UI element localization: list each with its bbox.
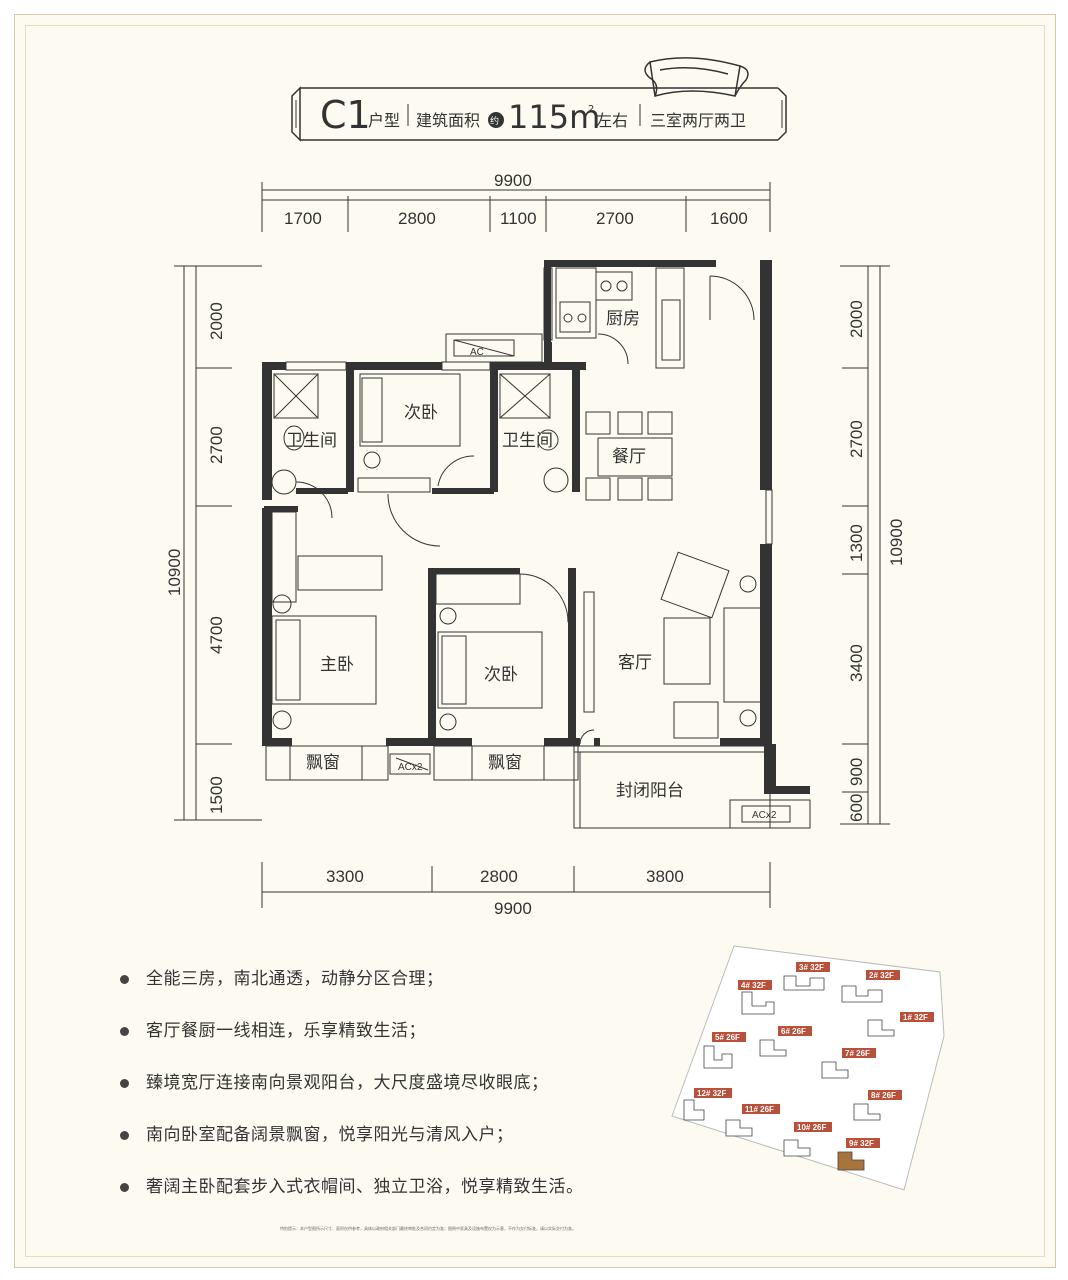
right-dimensions xyxy=(840,265,890,825)
area-value: 115m xyxy=(508,98,600,136)
site-label-3: 3# 32F xyxy=(799,963,824,972)
room-bath-left: 卫生间 xyxy=(286,431,337,451)
area-sup: 2 xyxy=(588,104,594,115)
room-master: 主卧 xyxy=(320,655,354,675)
site-labels: 3# 32F 2# 32F 4# 32F 1# 32F 5# 26F 6# 26… xyxy=(694,962,934,1148)
top-total-dim: 9900 xyxy=(494,171,532,190)
disclaimer: 特别提示：本户型图所示尺寸、面积仅供参考，具体以政府相关部门最终审批及合同约定为… xyxy=(280,1226,576,1231)
bedroom-south-fixtures xyxy=(435,573,569,731)
room-bay-right: 飘窗 xyxy=(488,753,522,773)
page-frame xyxy=(14,14,1056,1268)
highlighted-building xyxy=(837,1151,865,1171)
area-label: 建筑面积 xyxy=(416,111,480,130)
feature-item: 臻境宽厅连接南向景观阳台，大尺度盛境尽收眼底； xyxy=(118,1066,678,1118)
ac-units xyxy=(389,333,791,823)
site-label-8: 8# 26F xyxy=(871,1091,896,1100)
ac-label-mid: ACx2 xyxy=(398,762,423,773)
feature-list: 全能三房，南北通透，动静分区合理； 客厅餐厨一线相连，乐享精致生活； 臻境宽厅连… xyxy=(118,962,678,1222)
room-bay-left: 飘窗 xyxy=(306,753,340,773)
bottom-total-dim: 9900 xyxy=(494,899,532,918)
right-dim-5: 900 xyxy=(847,758,866,786)
top-dimensions xyxy=(261,182,771,232)
feature-item: 奢阔主卧配套步入式衣帽间、独立卫浴，悦享精致生活。 xyxy=(118,1170,678,1222)
site-label-12: 12# 32F xyxy=(697,1089,726,1098)
page-frame-inner xyxy=(25,25,1045,1257)
title-banner: C1 户型 建筑面积 约 115m 2 左右 三室两厅两卫 xyxy=(291,57,787,142)
feature-item: 客厅餐厨一线相连，乐享精致生活； xyxy=(118,1014,678,1066)
left-dim-3: 4700 xyxy=(207,616,226,654)
room-bath-right: 卫生间 xyxy=(502,431,553,451)
right-dim-6: 600 xyxy=(847,794,866,822)
walls xyxy=(262,260,810,794)
top-dim-4: 2700 xyxy=(596,209,634,228)
windows xyxy=(265,267,811,829)
approx-text: 约 xyxy=(490,115,499,127)
site-label-10: 10# 26F xyxy=(797,1123,826,1132)
unit-code: C1 xyxy=(320,93,371,137)
unit-suffix: 户型 xyxy=(368,111,400,130)
room-kitchen: 厨房 xyxy=(606,309,640,329)
left-total-dim: 10900 xyxy=(165,549,184,596)
left-dimensions xyxy=(174,265,262,821)
top-dim-5: 1600 xyxy=(710,209,748,228)
bedroom-top-fixtures xyxy=(357,373,461,547)
ac-label-right: ACx2 xyxy=(752,810,777,821)
left-dim-1: 2000 xyxy=(207,302,226,340)
ac-label-top: AC xyxy=(470,347,484,358)
feature-item: 全能三房，南北通透，动静分区合理； xyxy=(118,962,678,1014)
top-dim-2: 2800 xyxy=(398,209,436,228)
right-dim-2: 2700 xyxy=(847,420,866,458)
bottom-dim-2: 2800 xyxy=(480,867,518,886)
right-dim-4: 3400 xyxy=(847,644,866,682)
room-bedroom-south: 次卧 xyxy=(484,665,518,685)
site-label-7: 7# 26F xyxy=(845,1049,870,1058)
site-label-4: 4# 32F xyxy=(741,981,766,990)
kitchen-fixtures xyxy=(555,267,755,369)
master-fixtures xyxy=(271,511,383,730)
top-dim-1: 1700 xyxy=(284,209,322,228)
bottom-dim-1: 3300 xyxy=(326,867,364,886)
left-dim-2: 2700 xyxy=(207,426,226,464)
room-living: 客厅 xyxy=(618,653,652,673)
site-label-5: 5# 26F xyxy=(715,1033,740,1042)
right-dim-1: 2000 xyxy=(847,300,866,338)
bath-fixtures xyxy=(271,373,569,519)
site-map: 3# 32F 2# 32F 4# 32F 1# 32F 5# 26F 6# 26… xyxy=(671,945,945,1191)
left-dim-4: 1500 xyxy=(207,776,226,814)
site-label-2: 2# 32F xyxy=(869,971,894,980)
right-total-dim: 10900 xyxy=(887,519,906,566)
feature-item: 南向卧室配备阔景飘窗，悦享阳光与清风入户； xyxy=(118,1118,678,1170)
scroll-ornament-icon xyxy=(644,57,749,97)
living-fixtures xyxy=(579,551,765,745)
area-suffix: 左右 xyxy=(596,111,628,130)
room-balcony: 封闭阳台 xyxy=(616,781,684,801)
site-label-6: 6# 26F xyxy=(781,1027,806,1036)
top-dim-3: 1100 xyxy=(500,209,537,228)
right-dim-3: 1300 xyxy=(847,524,866,562)
site-label-1: 1# 32F xyxy=(903,1013,928,1022)
dining-fixtures xyxy=(585,411,673,501)
site-label-11: 11# 26F xyxy=(745,1105,774,1114)
bottom-dim-3: 3800 xyxy=(646,867,684,886)
site-buildings xyxy=(683,975,895,1157)
approx-badge xyxy=(488,112,504,128)
layout-summary: 三室两厅两卫 xyxy=(650,111,746,130)
room-dining: 餐厅 xyxy=(612,447,646,467)
room-bedroom-top: 次卧 xyxy=(404,403,438,423)
bottom-dimensions xyxy=(261,862,771,908)
site-label-9: 9# 32F xyxy=(849,1139,874,1148)
